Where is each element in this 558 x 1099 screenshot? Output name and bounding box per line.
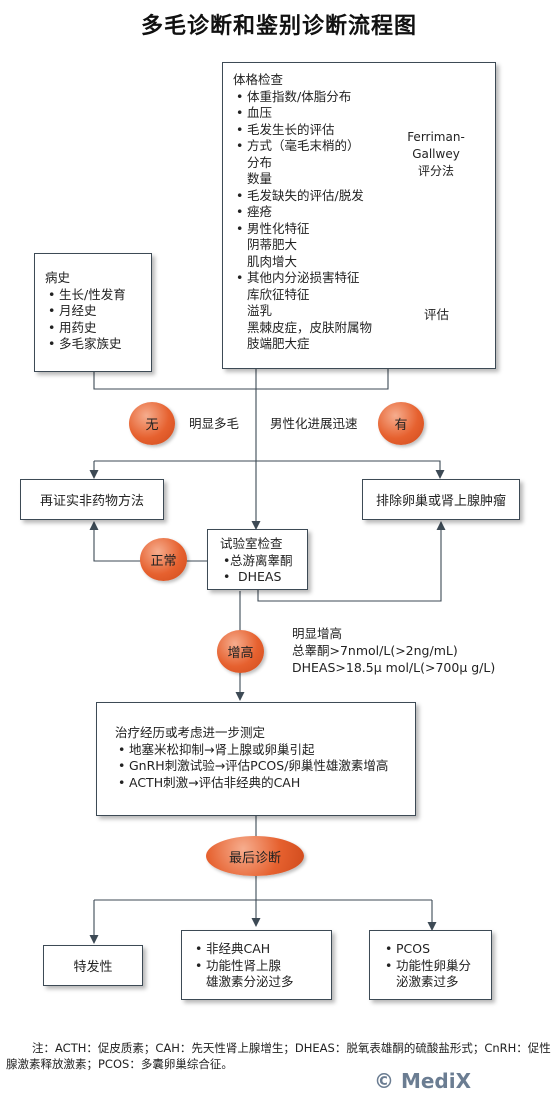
normal-result-circle: 正常: [140, 538, 187, 581]
exam-item: 痤疮: [233, 204, 489, 221]
obvious-raise-label: 明显增高: [292, 626, 343, 641]
cah-diagnosis-item: 非经典CAH: [192, 941, 329, 958]
exam-item: 体重指数/体脂分布: [233, 89, 489, 106]
history-item: 用药史: [45, 320, 147, 337]
further-testing-heading: 治疗经历或考虑进一步测定: [115, 725, 266, 740]
physical-exam-box: 体格检查 体重指数/体脂分布 血压 毛发生长的评估 方式（毫毛末梢的） 分布 数…: [222, 62, 496, 369]
history-box: 病史 生长/性发育 月经史 用药史 多毛家族史: [34, 253, 152, 372]
further-test-item: 地塞米松抑制→肾上腺或卵巢引起: [115, 742, 411, 759]
history-list: 生长/性发育 月经史 用药史 多毛家族史: [45, 287, 147, 353]
assessment-label: 评估: [424, 307, 450, 322]
further-testing-list: 地塞米松抑制→肾上腺或卵巢引起 GnRH刺激试验→评估PCOS/卵巢性雄激素增高…: [115, 742, 411, 792]
history-item: 生长/性发育: [45, 287, 147, 304]
lab-test-heading: 试验室检查: [220, 536, 283, 551]
pcos-diagnosis-item: 功能性卵巢分: [382, 958, 489, 975]
cah-diagnosis-item-cont: 雄激素分泌过多: [206, 974, 294, 989]
medix-watermark: © MediX: [374, 1069, 472, 1093]
cah-diagnosis-list: 非经典CAH 功能性肾上腺 雄激素分泌过多: [192, 941, 329, 991]
cah-diagnosis-box: 非经典CAH 功能性肾上腺 雄激素分泌过多: [181, 930, 332, 1000]
pcos-diagnosis-list: PCOS 功能性卵巢分 泌激素过多: [382, 941, 489, 991]
physical-exam-heading: 体格检查: [233, 72, 284, 87]
exam-item: 毛发生长的评估: [233, 122, 489, 139]
lab-test-box: 试验室检查 总游离睾酮 DHEAS: [207, 529, 308, 590]
physical-exam-list: 体重指数/体脂分布 血压 毛发生长的评估 方式（毫毛末梢的） 分布 数量 毛发缺…: [233, 89, 489, 353]
pcos-diagnosis-box: PCOS 功能性卵巢分 泌激素过多: [369, 930, 492, 1000]
lab-test-item: 总游离睾酮: [220, 553, 305, 570]
raised-result-circle: 增高: [217, 630, 264, 673]
obvious-hirsutism-label: 明显多毛: [189, 416, 240, 431]
exam-item: 毛发缺失的评估/脱发: [233, 188, 489, 205]
page-title: 多毛诊断和鉴别诊断流程图: [140, 13, 417, 39]
history-item: 月经史: [45, 303, 147, 320]
exam-subitem: 黑棘皮症，皮肤附属物: [247, 319, 373, 335]
dheas-threshold-label: DHEAS>18.5μ mol/L(>700μ g/L): [292, 660, 496, 675]
further-test-item: GnRH刺激试验→评估PCOS/卵巢性雄激素增高: [115, 758, 411, 775]
exam-item: 血压: [233, 105, 489, 122]
pcos-diagnosis-item: PCOS: [382, 941, 489, 958]
exam-subitem: 肌肉增大: [247, 253, 298, 269]
lab-test-item: DHEAS: [220, 569, 305, 586]
exam-subitem: 溢乳: [247, 303, 273, 318]
exclude-tumor-box: 排除卵巢或肾上腺肿瘤: [362, 479, 520, 520]
ferriman-gallwey-label: Ferriman- Gallwey 评分法: [407, 130, 465, 178]
exam-subitem: 肢端肥大症: [247, 336, 310, 351]
history-heading: 病史: [45, 270, 71, 285]
history-item: 多毛家族史: [45, 336, 147, 353]
pcos-diagnosis-item-cont: 泌激素过多: [396, 974, 459, 989]
exam-item: 男性化特征: [233, 221, 489, 238]
no-decision-circle: 无: [129, 402, 175, 445]
further-test-item: ACTH刺激→评估非经典的CAH: [115, 775, 411, 792]
footnote: 注：ACTH：促皮质素；CAH：先天性肾上腺增生；DHEAS：脱氧表雄酮的硫酸盐…: [6, 1041, 551, 1071]
rapid-virilization-label: 男性化进展迅速: [270, 416, 358, 431]
exam-subitem: 库欣征特征: [247, 286, 310, 302]
exam-subitem: 数量: [247, 171, 273, 186]
further-testing-box: 治疗经历或考虑进一步测定 地塞米松抑制→肾上腺或卵巢引起 GnRH刺激试验→评估…: [96, 702, 416, 816]
yes-decision-circle: 有: [378, 402, 424, 445]
exam-subitem: 分布: [247, 154, 273, 170]
exam-item: 方式（毫毛末梢的）: [233, 138, 489, 155]
final-diagnosis-oval: 最后诊断: [206, 836, 304, 876]
confirm-nondrug-box: 再证实非药物方法: [20, 479, 164, 520]
cah-diagnosis-item: 功能性肾上腺: [192, 958, 329, 975]
exam-subitem: 阴蒂肥大: [247, 237, 298, 252]
exam-item: 其他内分泌损害特征: [233, 270, 489, 287]
lab-test-list: 总游离睾酮 DHEAS: [220, 553, 305, 586]
testosterone-threshold-label: 总睾酮>7nmol/L(>2ng/mL): [292, 643, 458, 658]
idiopathic-box: 特发性: [43, 945, 143, 986]
